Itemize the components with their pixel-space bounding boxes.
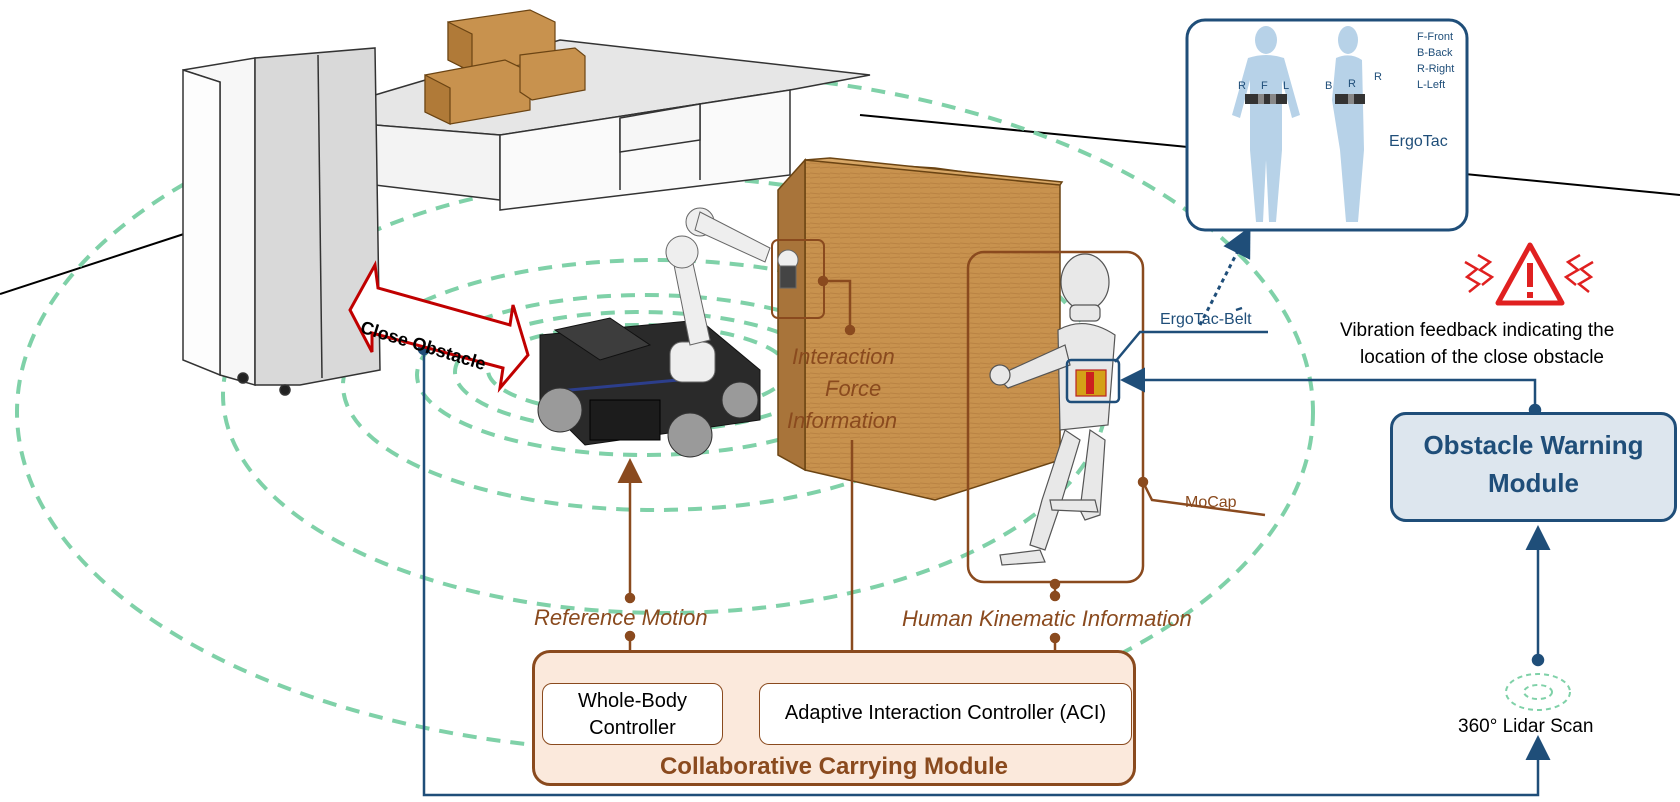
interaction-force-line1: Interaction (792, 344, 895, 369)
aci-box: Adaptive Interaction Controller (ACI) (759, 683, 1132, 745)
warning-icon (1464, 242, 1594, 306)
obstacle-warning-module: Obstacle Warning Module (1390, 412, 1677, 522)
ergotac-device-label: ErgoTac (1389, 133, 1448, 150)
belt-label-front-l: L (1283, 80, 1290, 92)
cardboard-boxes (424, 9, 586, 125)
blue-connectors (417, 99, 1551, 797)
whole-body-line1: Whole-Body (578, 690, 687, 712)
lidar-scan-label: 360° Lidar Scan (1458, 716, 1594, 737)
lidar-sensor-icon (1505, 673, 1571, 711)
ergotac-belt-label: ErgoTac-Belt (1160, 311, 1252, 328)
body-front-silhouette (1232, 26, 1300, 222)
ergotac-legend-panel (1185, 18, 1469, 232)
wooden-panel (777, 157, 1064, 501)
human-mannequin (989, 253, 1116, 566)
mobile-robot (537, 207, 799, 458)
legend-key-left: L-Left (1417, 79, 1446, 91)
collaborative-carrying-title: Collaborative Carrying Module (659, 753, 1009, 780)
close-obstacle-arrow (348, 260, 530, 393)
legend-key-front: F-Front (1417, 31, 1454, 43)
obstacle-warning-title-line2: Module (1488, 468, 1579, 498)
mocap-label: MoCap (1185, 494, 1237, 511)
whole-body-controller-box: Whole-Body Controller (542, 683, 723, 745)
interaction-force-line2: Force (825, 376, 882, 401)
reference-motion-label: Reference Motion (534, 605, 708, 630)
vibration-feedback-line2: location of the close obstacle (1360, 347, 1604, 368)
brown-connectors (617, 275, 1266, 727)
cabinet (182, 47, 381, 396)
desk (374, 39, 871, 211)
vibration-feedback-line1: Vibration feedback indicating the (1340, 320, 1615, 341)
obstacle-warning-title-line1: Obstacle Warning (1423, 430, 1644, 460)
whole-body-line2: Controller (589, 717, 676, 739)
interaction-force-line3: Information (787, 408, 898, 433)
legend-key-right: R-Right (1417, 63, 1455, 75)
belt-label-front-f: F (1261, 80, 1268, 92)
legend-key-back: B-Back (1417, 47, 1453, 59)
belt-label-side-r2: R (1374, 71, 1382, 83)
human-kinematic-label: Human Kinematic Information (902, 606, 1192, 631)
belt-label-side-b: B (1325, 80, 1333, 92)
aci-label: Adaptive Interaction Controller (ACI) (784, 702, 1107, 724)
collaborative-carrying-module: Whole-Body Controller Adaptive Interacti… (532, 650, 1136, 786)
belt-label-side-r: R (1348, 78, 1356, 90)
belt-label-front-r: R (1238, 80, 1246, 92)
